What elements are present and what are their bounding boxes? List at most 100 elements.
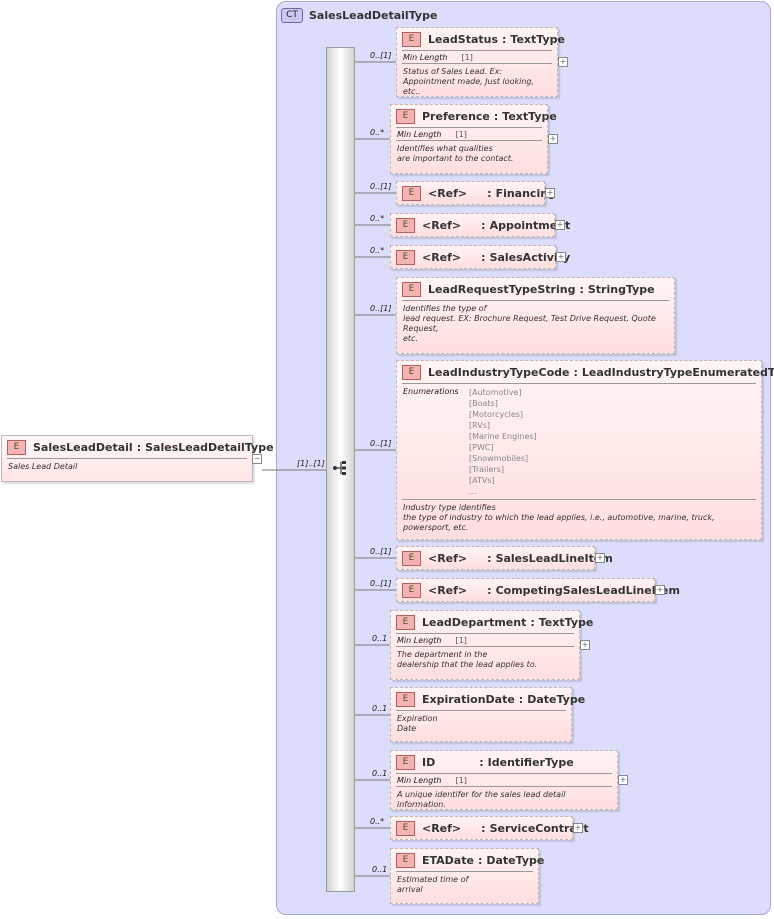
element-type: Financing <box>495 186 556 200</box>
element-lead-request-type-string[interactable]: E LeadRequestTypeString : StringType Ide… <box>396 277 675 354</box>
cardinality-label: 0..* <box>370 246 385 255</box>
expand-icon[interactable]: + <box>556 252 566 262</box>
divider <box>396 773 612 774</box>
ref-tag: <Ref> <box>428 186 468 200</box>
enum-value: [Motorcycles] <box>469 410 524 419</box>
enumerations-list: [Automotive] [Boats] [Motorcycles] [RVs]… <box>469 387 537 497</box>
type-separator: : <box>502 32 507 46</box>
element-ref-sales-lead-line-item[interactable]: E <Ref> : SalesLeadLineItem <box>396 546 613 570</box>
facet-label: Min Length <box>397 130 442 139</box>
element-name: SalesLeadDetail <box>33 440 133 454</box>
facet-value: [1] <box>455 776 467 785</box>
sequence-compositor[interactable] <box>326 47 355 892</box>
expand-icon[interactable]: + <box>545 188 555 198</box>
element-ref-appointment[interactable]: E <Ref> : Appointment <box>390 213 570 237</box>
element-type: IdentifierType <box>487 755 574 769</box>
element-type: SalesActivity <box>489 250 571 264</box>
element-icon: E <box>396 614 415 630</box>
element-type: SalesLeadDetailType <box>145 440 274 454</box>
type-separator: : <box>481 821 486 835</box>
cardinality-label: 0..* <box>370 128 385 137</box>
enumerations-row: Enumerations [Automotive] [Boats] [Motor… <box>397 384 761 499</box>
enum-value: [PWC] <box>469 443 494 452</box>
element-ref-service-contract[interactable]: E <Ref> : ServiceContract <box>390 816 589 840</box>
ref-tag: <Ref> <box>428 551 468 565</box>
enum-value: [Snowmobiles] <box>469 454 529 463</box>
element-type: CompetingSalesLeadLineItem <box>495 583 680 597</box>
expand-icon[interactable]: + <box>618 775 628 785</box>
element-type: DateType <box>527 692 586 706</box>
type-separator: : <box>136 440 142 454</box>
element-icon: E <box>396 217 415 233</box>
type-separator: : <box>487 551 492 565</box>
element-icon: E <box>396 852 415 868</box>
element-name: LeadRequestTypeString <box>428 282 576 296</box>
facet-value: [1] <box>455 636 467 645</box>
element-icon: E <box>396 754 415 770</box>
element-type: DateType <box>486 853 545 867</box>
element-lead-department[interactable]: E LeadDepartment : TextType Min Length[1… <box>390 610 593 680</box>
enum-value: [ATVs] <box>469 476 495 485</box>
expand-icon[interactable]: + <box>558 57 568 67</box>
element-eta-date[interactable]: E ETADate : DateType Estimated time of a… <box>390 848 544 904</box>
cardinality-label: 0..[1] <box>370 439 392 448</box>
element-name: ExpirationDate <box>422 692 515 706</box>
element-name: ID <box>422 755 436 769</box>
element-icon: E <box>396 108 415 124</box>
cardinality-label: 0..1 <box>372 865 388 874</box>
element-type: SalesLeadLineItem <box>495 551 613 565</box>
element-doc: A unique identifer for the sales lead de… <box>397 790 566 809</box>
ref-tag: <Ref> <box>428 583 468 597</box>
expand-icon[interactable]: + <box>655 585 665 595</box>
type-separator: : <box>477 853 483 867</box>
expand-icon[interactable]: + <box>573 823 583 833</box>
element-name: ETADate <box>422 853 474 867</box>
element-icon: E <box>402 582 421 598</box>
expand-icon[interactable]: + <box>595 553 605 563</box>
cardinality-label: 0..1 <box>372 634 388 643</box>
element-expiration-date[interactable]: E ExpirationDate : DateType Expiration D… <box>390 687 585 742</box>
element-ref-sales-activity[interactable]: E <Ref> : SalesActivity <box>390 245 570 269</box>
element-type: Appointment <box>489 218 571 232</box>
cardinality-label: [1]..[1] <box>297 459 325 468</box>
enum-value: [RVs] <box>469 421 491 430</box>
element-type: ServiceContract <box>489 821 589 835</box>
divider <box>396 871 533 872</box>
element-ref-financing[interactable]: E <Ref> : Financing <box>396 181 556 205</box>
enumerations-label: Enumerations <box>403 387 459 396</box>
expand-icon[interactable]: + <box>580 640 590 650</box>
element-id[interactable]: E ID : IdentifierType Min Length[1] A un… <box>390 750 618 810</box>
type-separator: : <box>573 365 578 379</box>
enum-value: [Boats] <box>469 399 498 408</box>
facet-row: Min Length[1] <box>391 128 547 140</box>
expand-icon[interactable]: + <box>548 134 558 144</box>
element-lead-status[interactable]: E LeadStatus : TextType Min Length[1] St… <box>396 27 565 97</box>
type-separator: : <box>481 218 486 232</box>
element-type: TextType <box>538 615 594 629</box>
element-icon: E <box>402 281 421 297</box>
collapse-icon[interactable]: − <box>252 454 262 464</box>
divider <box>396 127 542 128</box>
divider <box>402 499 756 500</box>
element-ref-competing-sales-lead-line-item[interactable]: E <Ref> : CompetingSalesLeadLineItem <box>396 578 680 602</box>
enum-value: ... <box>469 487 477 496</box>
element-name: LeadDepartment <box>422 615 527 629</box>
facet-label: Min Length <box>403 53 448 62</box>
complex-type-title: SalesLeadDetailType <box>309 8 438 22</box>
complex-type-header: CT SalesLeadDetailType <box>281 7 437 23</box>
facet-label: Min Length <box>397 636 442 645</box>
enum-value: [Trailers] <box>469 465 504 474</box>
element-doc: Industry type identifies the type of ind… <box>403 503 715 532</box>
element-doc: Expiration Date <box>397 714 438 733</box>
element-doc: Identifies what qualities are important … <box>397 144 514 163</box>
divider <box>402 63 552 64</box>
element-preference[interactable]: E Preference : TextType Min Length[1] Id… <box>390 104 557 174</box>
root-element-box[interactable]: E SalesLeadDetail : SalesLeadDetailType … <box>1 435 274 482</box>
expand-icon[interactable]: + <box>555 220 565 230</box>
element-doc: Status of Sales Lead. Ex: Appointment ma… <box>403 67 535 96</box>
divider <box>396 633 574 634</box>
type-separator: : <box>518 692 524 706</box>
cardinality-label: 0..[1] <box>370 547 392 556</box>
element-lead-industry-type-code[interactable]: E LeadIndustryTypeCode : LeadIndustryTyp… <box>396 360 774 540</box>
